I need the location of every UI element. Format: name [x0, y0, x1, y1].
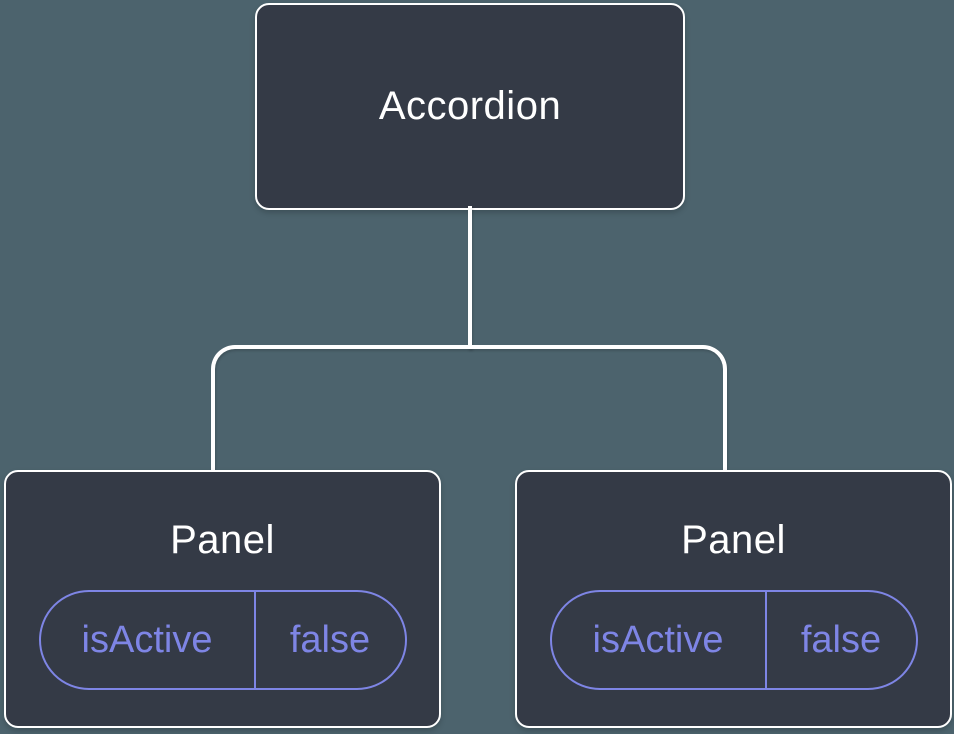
tree-node-accordion: Accordion — [255, 3, 685, 210]
node-label: Accordion — [378, 84, 562, 128]
state-pill: isActive false — [549, 590, 918, 690]
state-value: false — [800, 618, 882, 661]
state-key: isActive — [41, 592, 256, 688]
tree-node-panel-left: Panel isActive false — [4, 470, 441, 728]
node-label: Panel — [170, 518, 275, 562]
tree-node-panel-right: Panel isActive false — [515, 470, 952, 728]
node-label: Panel — [681, 518, 786, 562]
state-key: isActive — [552, 592, 767, 688]
state-value: false — [289, 618, 371, 661]
connector-branch-bracket — [211, 345, 727, 471]
connector-stem-line — [468, 206, 472, 349]
state-pill: isActive false — [38, 590, 407, 690]
